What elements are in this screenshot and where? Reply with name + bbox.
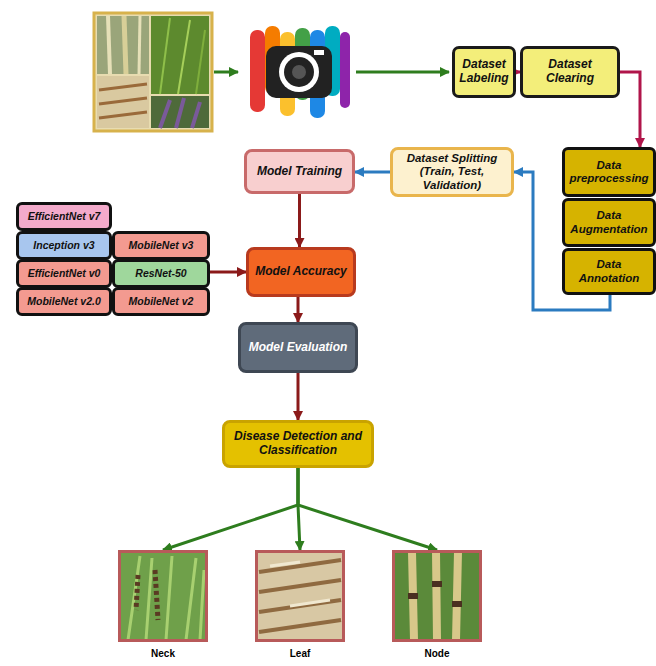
leaf-photo <box>270 562 330 606</box>
box-label: EfficientNet v0 <box>28 267 101 279</box>
photo-collage <box>160 18 170 94</box>
image-caption: Neck <box>101 648 225 660</box>
process-box: Data Annotation <box>562 248 656 295</box>
node-photo <box>412 552 458 640</box>
model-box: EfficientNet v0 <box>16 259 112 288</box>
box-label: Disease Detection and Classification <box>228 430 368 458</box>
leaf-photo <box>257 552 343 640</box>
model-box: MobileNet v2.0 <box>16 287 112 316</box>
camera-icon <box>284 57 314 87</box>
process-box: Model Accuracy <box>246 247 356 297</box>
image-caption: Leaf <box>238 648 362 660</box>
photo-collage <box>151 96 209 128</box>
photo-collage <box>160 98 200 128</box>
photo-collage <box>196 30 205 94</box>
box-label: Dataset Labeling <box>458 58 510 86</box>
camera-icon <box>240 22 354 122</box>
model-box: MobileNet v3 <box>112 231 210 260</box>
box-label: ResNet-50 <box>135 267 186 279</box>
model-box: MobileNet v2 <box>112 287 210 316</box>
node-photo <box>394 552 480 640</box>
process-box: Model Evaluation <box>238 322 358 373</box>
flow-arrow <box>214 71 238 74</box>
box-label: Model Training <box>257 165 342 179</box>
camera-icon <box>266 46 332 98</box>
flow-arrow <box>297 373 300 420</box>
photo-frame: Leaf <box>255 550 345 642</box>
photo-collage <box>99 84 147 118</box>
flow-arrow <box>620 72 640 147</box>
node-photo <box>408 584 462 604</box>
box-label: EfficientNet v7 <box>28 210 101 222</box>
box-label: Dataset Splitting (Train, Test, Validati… <box>396 152 508 192</box>
leaf-photo <box>259 560 341 632</box>
neck-photo <box>120 552 206 640</box>
flow-arrow <box>297 297 300 322</box>
box-label: Model Accuracy <box>255 265 347 279</box>
box-label: Model Evaluation <box>249 341 348 355</box>
box-label: Data Annotation <box>568 258 650 284</box>
process-box: Dataset Splitting (Train, Test, Validati… <box>390 147 514 197</box>
camera-icon <box>292 65 306 79</box>
process-box: Model Training <box>244 149 355 194</box>
flow-arrow <box>298 194 301 247</box>
photo-collage <box>151 16 209 94</box>
box-label: MobileNet v2.0 <box>27 295 101 307</box>
flow-arrow <box>210 271 246 274</box>
flow-arrow <box>214 72 449 73</box>
camera-icon <box>279 52 319 92</box>
photo-collage <box>108 16 110 74</box>
neck-photo <box>128 556 204 640</box>
process-box: Disease Detection and Classification <box>222 420 374 468</box>
box-label: MobileNet v3 <box>129 239 194 251</box>
model-box: Inception v3 <box>16 231 112 260</box>
neck-photo <box>136 570 158 620</box>
box-label: Dataset Clearing <box>526 58 614 86</box>
photo-collage <box>94 13 212 131</box>
model-box: EfficientNet v7 <box>16 202 112 231</box>
flow-arrow <box>163 468 298 550</box>
box-label: MobileNet v2 <box>129 295 194 307</box>
model-box: ResNet-50 <box>112 259 210 288</box>
process-box: Dataset Labeling <box>452 46 516 98</box>
box-label: Data Augmentation <box>568 209 650 235</box>
camera-icon <box>340 32 350 108</box>
flow-arrow <box>355 171 390 174</box>
neck-photo <box>120 552 206 640</box>
flow-arrow <box>298 468 437 550</box>
box-label: Inception v3 <box>33 239 94 251</box>
photo-collage <box>97 16 149 74</box>
photo-collage <box>124 16 126 74</box>
node-photo <box>394 552 480 640</box>
photo-collage <box>178 20 190 94</box>
flow-arrow <box>356 71 449 74</box>
leaf-photo <box>257 552 343 640</box>
box-label: Data preprocessing <box>568 159 650 185</box>
photo-frame: Node <box>392 550 482 642</box>
photo-collage <box>97 76 149 128</box>
photo-frame: Neck <box>118 550 208 642</box>
process-box: Data Augmentation <box>562 198 656 247</box>
camera-icon <box>240 22 354 122</box>
camera-icon <box>250 30 265 112</box>
process-box: Data preprocessing <box>562 147 656 197</box>
photo-collage <box>94 13 212 131</box>
photo-collage <box>139 16 140 74</box>
image-caption: Node <box>375 648 499 660</box>
process-box: Dataset Clearing <box>520 46 620 98</box>
camera-icon <box>314 50 324 55</box>
